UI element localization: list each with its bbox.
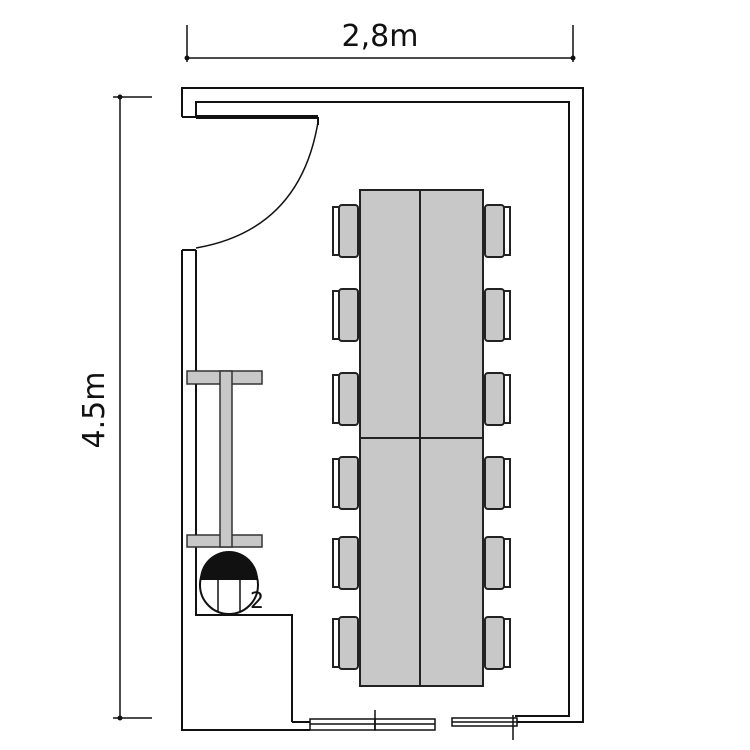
chair bbox=[484, 372, 511, 426]
chair bbox=[332, 456, 359, 510]
bin-marker: 2 bbox=[250, 589, 264, 614]
chair bbox=[332, 536, 359, 590]
table-section bbox=[419, 189, 484, 439]
table-section bbox=[419, 437, 484, 687]
chair bbox=[332, 204, 359, 258]
chair bbox=[484, 616, 511, 670]
table-section bbox=[359, 189, 421, 439]
round-bin: 2 bbox=[199, 551, 264, 615]
width-dimension: 2,8m bbox=[184, 19, 576, 62]
chair bbox=[332, 616, 359, 670]
chair bbox=[484, 204, 511, 258]
chairs-left bbox=[332, 204, 359, 670]
table-section bbox=[359, 437, 421, 687]
door bbox=[195, 115, 319, 249]
conference-table bbox=[359, 189, 484, 687]
wall-shelf bbox=[186, 370, 263, 548]
chairs-right bbox=[484, 204, 511, 670]
bottom-windows bbox=[309, 710, 518, 740]
width-label: 2,8m bbox=[342, 19, 419, 54]
height-dimension: 4.5m bbox=[77, 94, 152, 721]
chair bbox=[332, 288, 359, 342]
chair bbox=[332, 372, 359, 426]
height-label: 4.5m bbox=[77, 372, 112, 449]
chair bbox=[484, 536, 511, 590]
chair bbox=[484, 288, 511, 342]
chair bbox=[484, 456, 511, 510]
